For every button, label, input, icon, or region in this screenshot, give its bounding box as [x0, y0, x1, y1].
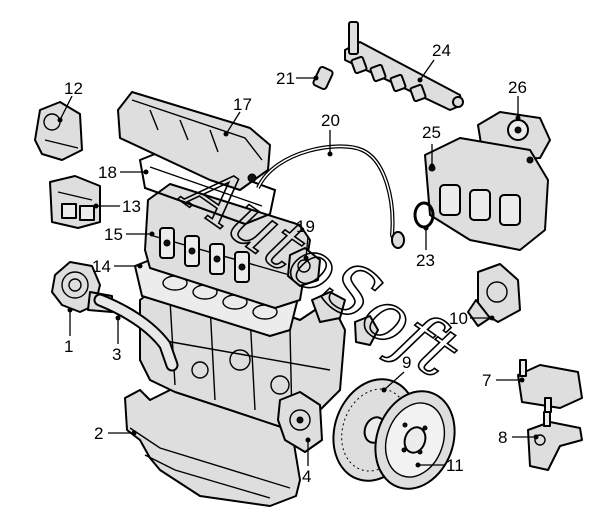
callout-label: 1: [64, 337, 73, 356]
callout-11: 11: [415, 456, 464, 475]
callout-label: 18: [98, 163, 117, 182]
callout-23: 23: [416, 225, 435, 270]
callout-label: 12: [64, 79, 83, 98]
mount-bracket-lower: [527, 411, 583, 471]
callout-label: 24: [432, 41, 451, 60]
callout-label: 19: [296, 217, 315, 236]
cylinder-head: [144, 183, 311, 309]
callout-20: 20: [321, 111, 340, 157]
callout-label: 11: [446, 456, 464, 475]
intake-manifold: [424, 137, 549, 251]
sensor-plug: [312, 65, 334, 91]
callout-26: 26: [508, 78, 527, 121]
callout-label: 26: [508, 78, 527, 97]
fuel-rail: [344, 21, 464, 111]
callout-14: 14: [92, 257, 143, 276]
valve-cover: [117, 91, 271, 191]
callout-label: 14: [92, 257, 111, 276]
coolant-hose: [93, 293, 179, 372]
engine-mount-upper: [34, 101, 83, 161]
callout-label: 21: [276, 69, 295, 88]
callout-label: 13: [122, 197, 141, 216]
callout-label: 3: [112, 345, 121, 364]
callout-label: 23: [416, 251, 435, 270]
callout-label: 8: [498, 428, 507, 447]
callout-4: 4: [302, 437, 311, 486]
callout-24: 24: [417, 41, 451, 83]
callout-25: 25: [422, 123, 441, 169]
callout-8: 8: [498, 428, 539, 447]
transmission-mount: [517, 359, 583, 413]
callout-7: 7: [482, 371, 525, 390]
callout-19: 19: [296, 217, 315, 261]
callout-label: 15: [104, 225, 123, 244]
callout-18: 18: [98, 163, 149, 182]
callout-label: 7: [482, 371, 491, 390]
callout-2: 2: [94, 424, 137, 443]
sensor-bracket: [287, 247, 321, 287]
callout-3: 3: [112, 315, 121, 364]
callout-13: 13: [93, 197, 141, 216]
starter-motor: [467, 263, 521, 327]
callout-label: 2: [94, 424, 103, 443]
callout-label: 10: [449, 309, 468, 328]
callout-9: 9: [381, 353, 411, 393]
callout-label: 4: [302, 467, 311, 486]
callout-21: 21: [276, 69, 319, 88]
thermostat-housing: [51, 261, 113, 313]
callout-1: 1: [64, 307, 73, 356]
small-brackets: [311, 291, 379, 346]
callout-label: 17: [233, 95, 252, 114]
callout-15: 15: [104, 225, 155, 244]
callout-12: 12: [57, 79, 83, 123]
callout-label: 20: [321, 111, 340, 130]
water-pump: [277, 391, 323, 453]
mount-bracket: [49, 175, 101, 229]
callout-label: 9: [402, 353, 411, 372]
callout-label: 25: [422, 123, 441, 142]
callout-10: 10: [449, 309, 495, 328]
sensor-wire: [256, 144, 405, 249]
callout-17: 17: [223, 95, 252, 137]
